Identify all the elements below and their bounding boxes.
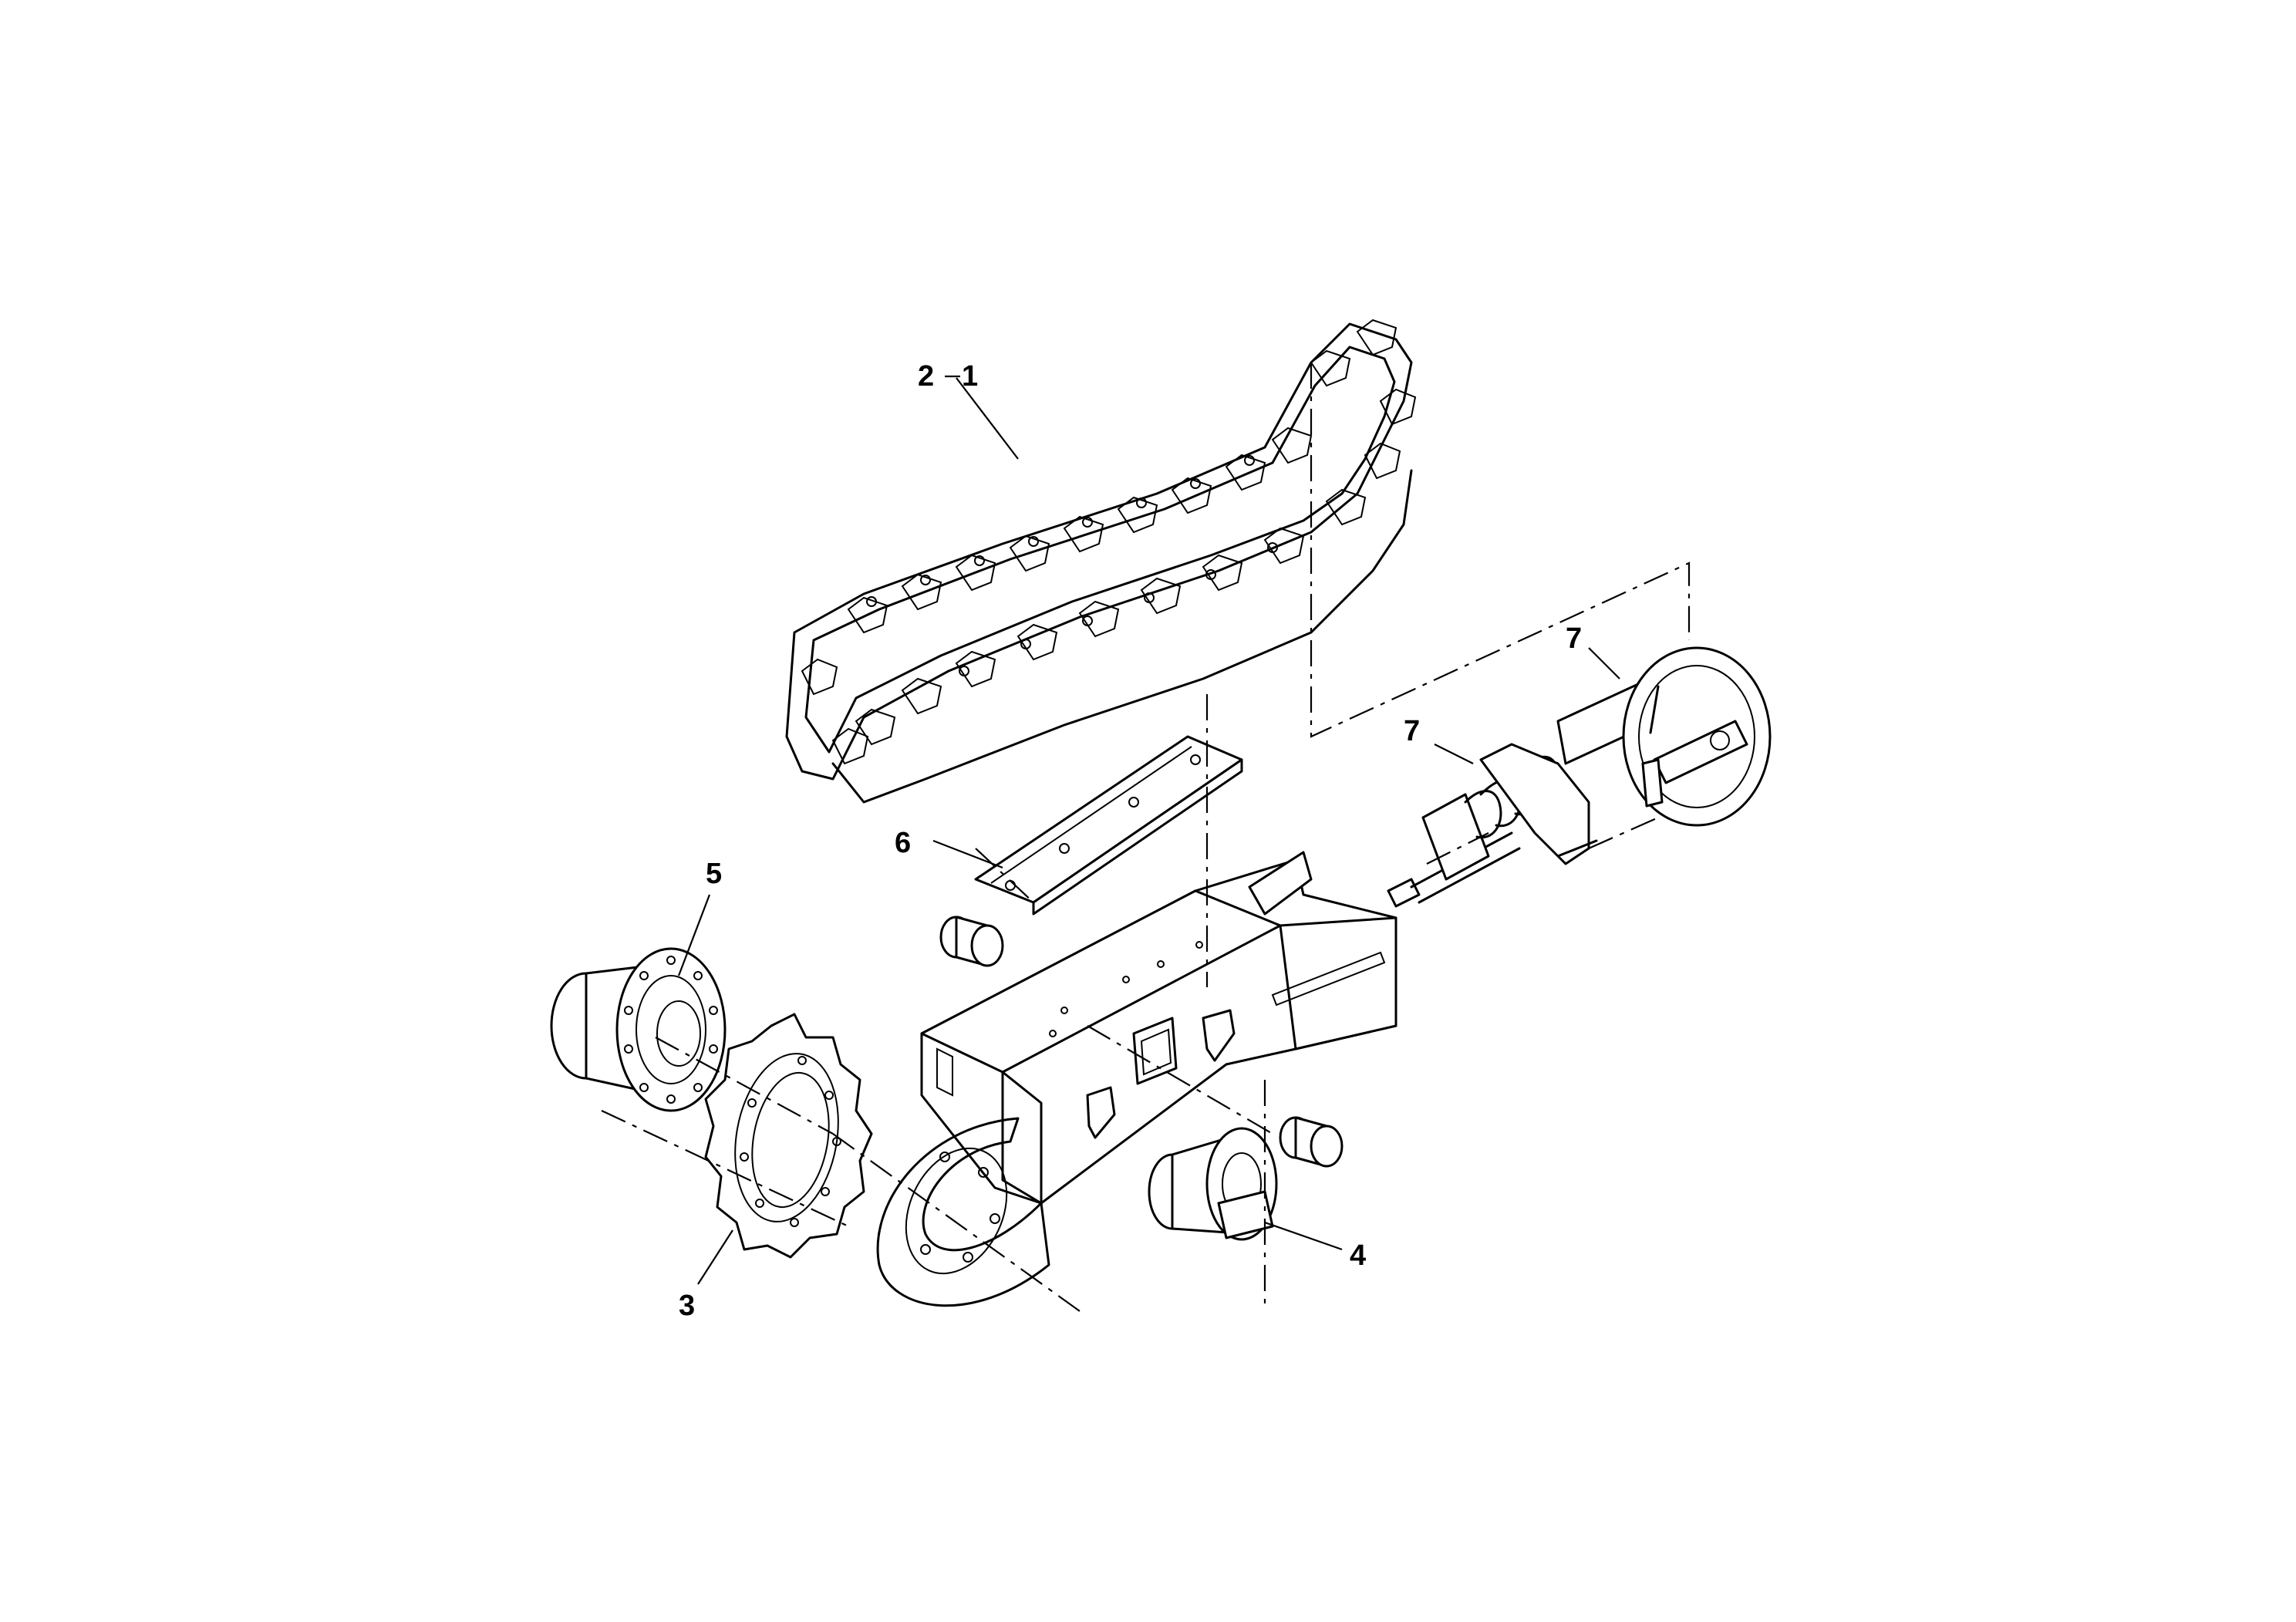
guide-plate [974,735,1243,916]
bottom-roller [1148,1127,1278,1241]
recoil-spring-tensioner [1387,743,1598,908]
front-idler [1556,646,1772,827]
callout-1: 1 [962,360,978,393]
gear-motor [550,947,727,1112]
callout-4: 4 [1350,1239,1366,1272]
callout-5: 5 [706,858,722,890]
callout-3: 3 [679,1290,695,1322]
bushing-lower [1279,1116,1344,1168]
bushing-upper [939,916,1004,967]
track-frame [876,851,1397,1307]
callout-7-tensioner: 7 [1404,715,1420,747]
sprocket [704,1013,873,1259]
callout-7-idler: 7 [1566,622,1582,655]
track-chain [785,319,1417,804]
callout-2: 2 [918,360,934,393]
callout-labels: 2 1 6 5 3 4 7 7 [679,360,1582,1322]
assembly-centerlines [601,363,1691,1312]
callout-6: 6 [895,827,911,859]
leader-lines [677,377,1620,1285]
